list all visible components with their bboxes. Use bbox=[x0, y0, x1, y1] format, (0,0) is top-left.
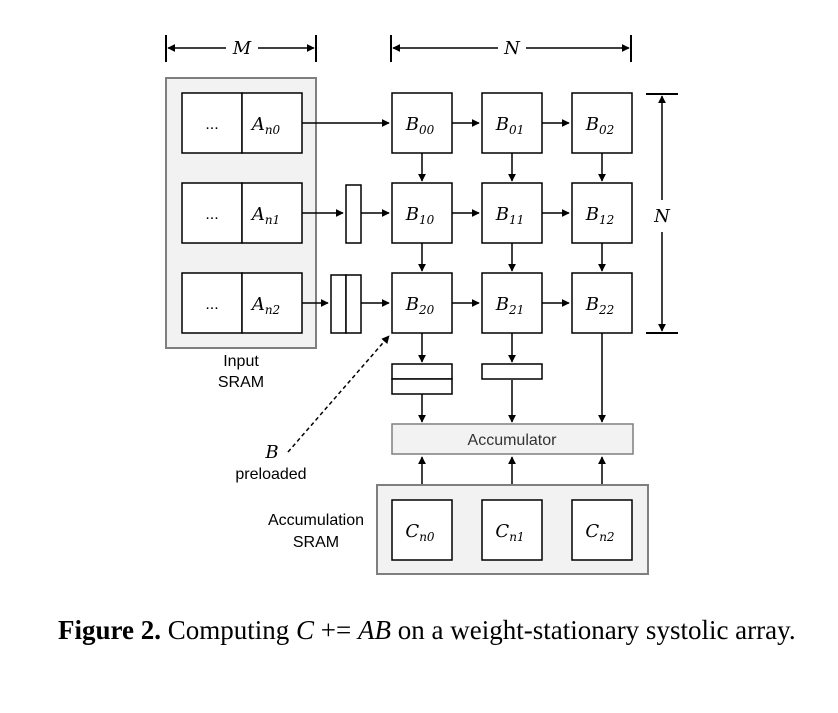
caption-math-2: AB bbox=[358, 615, 391, 645]
dimension-n-right-label: N bbox=[653, 206, 671, 227]
svg-text:B22: B22 bbox=[585, 294, 615, 317]
pe-b01: B01 bbox=[481, 92, 543, 154]
input-sram-label-line1: Input bbox=[223, 353, 259, 370]
input-sram: ... An0 ... An1 ... An2 Input SRAM bbox=[165, 77, 317, 391]
svg-text:B01: B01 bbox=[495, 114, 525, 137]
figure-caption: Figure 2. Computing C += AB on a weight-… bbox=[58, 612, 798, 648]
accumulation-sram: Cn0 Cn1 Cn2 Accumulation SRAM bbox=[268, 484, 649, 575]
skew-register-row-2 bbox=[330, 274, 362, 334]
input-row-0: ... An0 bbox=[181, 92, 303, 154]
preload-var: B bbox=[264, 442, 278, 463]
input-row-1-ellipsis: ... bbox=[205, 206, 218, 223]
caption-text-1: Computing bbox=[161, 615, 297, 645]
pe-b22: B22 bbox=[571, 272, 633, 334]
pe-b10: B10 bbox=[391, 182, 453, 244]
preload-label: preloaded bbox=[235, 466, 306, 483]
dimension-n-top: N bbox=[390, 35, 632, 62]
caption-text-3: on a weight-stationary systolic array. bbox=[391, 615, 796, 645]
svg-text:B12: B12 bbox=[585, 204, 615, 227]
b-preloaded: B preloaded bbox=[235, 335, 390, 483]
sram-cell-cn2: Cn2 bbox=[571, 499, 633, 561]
vertical-arrows bbox=[418, 153, 606, 423]
svg-text:B11: B11 bbox=[495, 204, 525, 227]
dimension-n-top-label: N bbox=[503, 38, 521, 59]
dimension-m: M bbox=[165, 35, 317, 62]
dimension-n-right: N bbox=[646, 93, 678, 334]
input-row-2-ellipsis: ... bbox=[205, 296, 218, 313]
svg-text:B20: B20 bbox=[405, 294, 435, 317]
svg-text:B02: B02 bbox=[585, 114, 615, 137]
pe-b11: B11 bbox=[481, 182, 543, 244]
deskew-register-col-0 bbox=[391, 363, 453, 395]
sram-cell-cn1: Cn1 bbox=[481, 499, 543, 561]
pe-b02: B02 bbox=[571, 92, 633, 154]
input-row-1-label: An1 bbox=[250, 204, 280, 227]
input-row-0-label: An0 bbox=[250, 114, 281, 137]
caption-math-1: C bbox=[296, 615, 315, 645]
caption-text-2: += bbox=[314, 615, 358, 645]
systolic-array-diagram: M N N ... An0 ... An1 bbox=[165, 35, 678, 575]
deskew-register-col-1 bbox=[481, 363, 543, 380]
pe-b20: B20 bbox=[391, 272, 453, 334]
figure-label: Figure 2. bbox=[58, 615, 161, 645]
input-row-2: ... An2 bbox=[181, 272, 303, 334]
pe-b12: B12 bbox=[571, 182, 633, 244]
horizontal-arrows bbox=[302, 119, 570, 307]
svg-text:Cn0: Cn0 bbox=[405, 521, 435, 544]
input-row-0-ellipsis: ... bbox=[205, 116, 218, 133]
svg-text:Cn2: Cn2 bbox=[585, 521, 614, 544]
dimension-m-label: M bbox=[232, 38, 252, 59]
svg-text:Cn1: Cn1 bbox=[495, 521, 524, 544]
svg-text:B21: B21 bbox=[495, 294, 525, 317]
pe-b00: B00 bbox=[391, 92, 453, 154]
svg-text:B10: B10 bbox=[405, 204, 435, 227]
accumulator-label: Accumulator bbox=[468, 432, 558, 449]
accumulation-sram-label-line2: SRAM bbox=[293, 534, 339, 551]
skew-register-row-1 bbox=[345, 184, 362, 244]
accumulation-sram-label-line1: Accumulation bbox=[268, 512, 364, 529]
input-row-2-label: An2 bbox=[250, 294, 280, 317]
accumulator: Accumulator bbox=[391, 423, 634, 455]
sram-cell-cn0: Cn0 bbox=[391, 499, 453, 561]
preload-dashed-arrow bbox=[287, 335, 390, 453]
svg-text:B00: B00 bbox=[405, 114, 435, 137]
pe-grid: B00 B01 B02 B10 B11 B12 B20 B21 bbox=[391, 92, 633, 334]
input-row-1: ... An1 bbox=[181, 182, 303, 244]
pe-b21: B21 bbox=[481, 272, 543, 334]
input-sram-label-line2: SRAM bbox=[218, 374, 264, 391]
